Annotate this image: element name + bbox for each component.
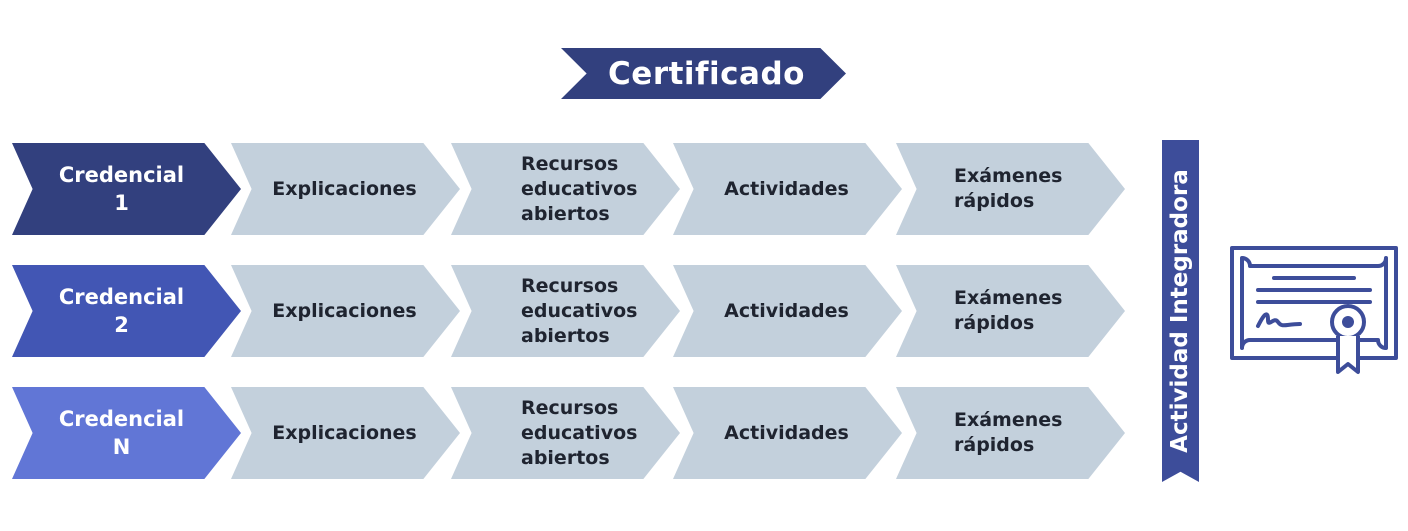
step-examenes: Exámenes rápidos — [896, 265, 1125, 357]
credential-row-2: Credencial 2 Explicaciones Recursos educ… — [0, 265, 1140, 357]
credential-number: 1 — [114, 191, 129, 215]
credential-label: Credencial — [58, 407, 185, 431]
credential-number: 2 — [114, 313, 129, 337]
integrating-activity-bar — [1162, 140, 1199, 482]
step-explicaciones: Explicaciones — [231, 387, 460, 479]
credential-2-chevron: Credencial 2 — [12, 265, 241, 357]
credential-n-chevron: Credencial N — [12, 387, 241, 479]
credential-label: Credencial — [58, 285, 185, 309]
step-actividades: Actividades — [673, 143, 902, 235]
credential-row-n: Credencial N Explicaciones Recursos educ… — [0, 387, 1140, 479]
page-title: Certificado — [608, 55, 805, 92]
step-examenes: Exámenes rápidos — [896, 143, 1125, 235]
step-examenes: Exámenes rápidos — [896, 387, 1125, 479]
integrating-activity-label: Actividad Integradora — [1167, 169, 1193, 453]
step-actividades: Actividades — [673, 265, 902, 357]
step-recursos: Recursos educativos abiertos — [451, 265, 680, 357]
step-recursos: Recursos educativos abiertos — [451, 387, 680, 479]
credential-row-1: Credencial 1 Explicaciones Recursos educ… — [0, 143, 1140, 235]
certificate-diploma-icon — [1230, 246, 1398, 374]
step-recursos: Recursos educativos abiertos — [451, 143, 680, 235]
step-explicaciones: Explicaciones — [231, 143, 460, 235]
step-explicaciones: Explicaciones — [231, 265, 460, 357]
credential-label: Credencial — [58, 163, 185, 187]
credential-number: N — [112, 435, 131, 459]
title-chevron: Certificado — [561, 48, 846, 99]
credential-1-chevron: Credencial 1 — [12, 143, 241, 235]
step-actividades: Actividades — [673, 387, 902, 479]
